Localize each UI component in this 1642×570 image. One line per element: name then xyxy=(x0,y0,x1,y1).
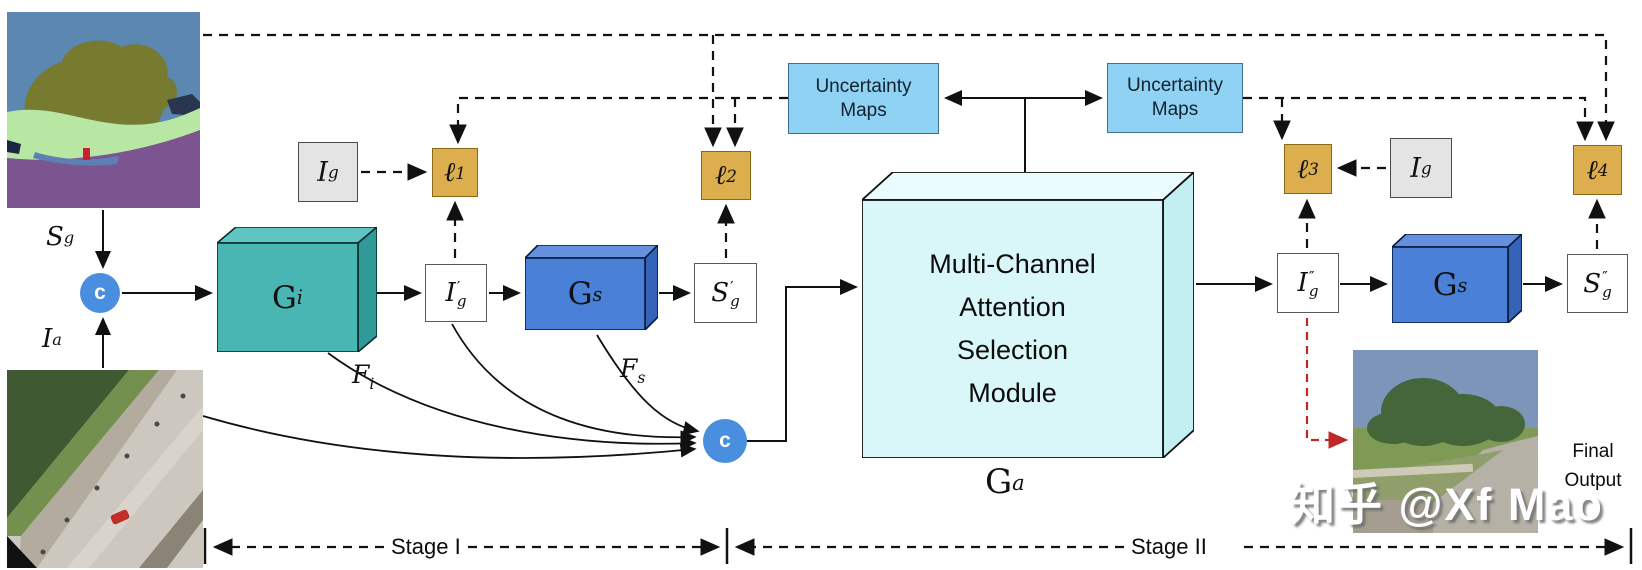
generated-semantic-double-prime-box: S″g xyxy=(1567,254,1628,313)
semantic-map-image xyxy=(7,12,200,208)
stage1-caption: Stage I xyxy=(391,534,461,559)
generated-image-double-prime-box: I″g xyxy=(1277,253,1339,313)
generated-semantic-prime-box: S′g xyxy=(694,263,757,323)
fs-feature-label: Fs xyxy=(620,354,646,387)
final-output-image xyxy=(1353,350,1538,533)
watermark-text: 知乎 @Xf Mao xyxy=(1290,479,1604,530)
stage2-caption: Stage II xyxy=(1131,534,1207,559)
generated-image-prime-box: I′g xyxy=(425,264,487,322)
concat-node-1: c xyxy=(80,273,120,313)
multi-channel-attention-selection-module: Multi-Channel Attention Selection Module xyxy=(862,172,1194,458)
fi-feature-label: Fi xyxy=(352,360,375,393)
concat-node-2: c xyxy=(703,419,747,463)
final-output-caption: Final Output xyxy=(1564,441,1622,491)
aerial-image xyxy=(7,370,203,568)
